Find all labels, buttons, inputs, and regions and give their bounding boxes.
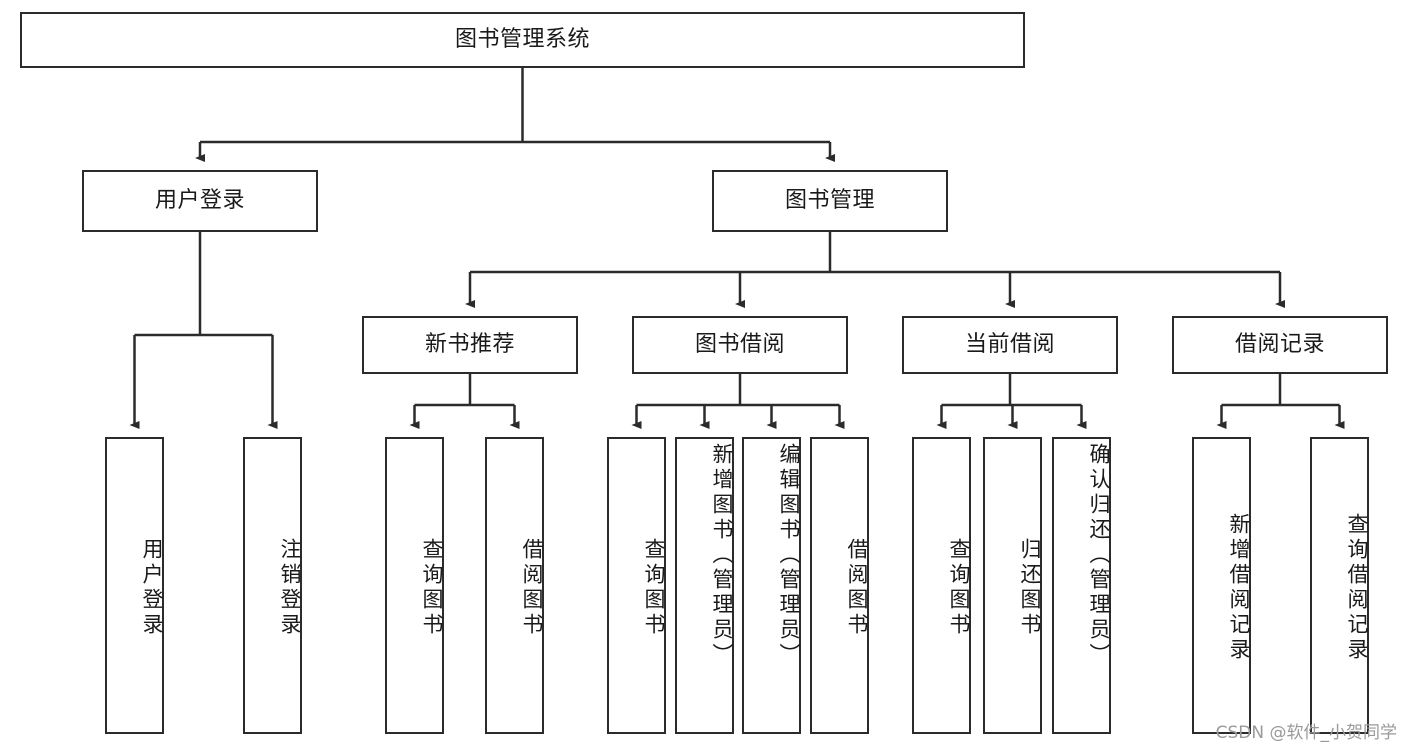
node-leaf-logout-label: 注销登录 — [278, 537, 302, 638]
node-leaf-borrow-book-1-label: 借阅图书 — [520, 537, 544, 638]
node-borrow-record-label: 借阅记录 — [1234, 331, 1325, 357]
node-leaf-add-borrow-record[interactable]: 新增借阅记录 — [1192, 437, 1251, 734]
edge-current-borrow-to-leaves — [936, 374, 1087, 429]
node-root-label: 图书管理系统 — [454, 26, 590, 52]
node-leaf-confirm-return-label: 确认归还（管理员） — [1087, 443, 1111, 668]
edge-book-manage-to-level3 — [465, 232, 1285, 308]
edge-borrow-record-to-leaves — [1216, 374, 1345, 429]
node-leaf-borrow-book-2-label: 借阅图书 — [845, 537, 869, 638]
node-leaf-query-borrow-record-label: 查询借阅记录 — [1345, 512, 1369, 663]
node-leaf-confirm-return[interactable]: 确认归还（管理员） — [1052, 437, 1111, 734]
node-leaf-query-borrow-record[interactable]: 查询借阅记录 — [1310, 437, 1369, 734]
node-user-login-label: 用户登录 — [154, 187, 245, 213]
node-leaf-query-book-3-label: 查询图书 — [947, 537, 971, 638]
node-leaf-user-login[interactable]: 用户登录 — [105, 437, 164, 734]
node-leaf-query-book-2-label: 查询图书 — [642, 537, 666, 638]
node-current-borrow[interactable]: 当前借阅 — [902, 316, 1118, 374]
node-leaf-add-book-label: 新增图书（管理员） — [710, 443, 734, 668]
node-current-borrow-label: 当前借阅 — [964, 331, 1055, 357]
node-borrow-record[interactable]: 借阅记录 — [1172, 316, 1388, 374]
node-leaf-user-login-label: 用户登录 — [140, 537, 164, 638]
edge-new-book-rec-to-leaves — [409, 374, 520, 429]
node-leaf-return-book-label: 归还图书 — [1018, 537, 1042, 638]
node-leaf-query-book-2[interactable]: 查询图书 — [607, 437, 666, 734]
node-leaf-edit-book[interactable]: 编辑图书（管理员） — [742, 437, 801, 734]
node-leaf-borrow-book-2[interactable]: 借阅图书 — [810, 437, 869, 734]
node-new-book-recommend[interactable]: 新书推荐 — [362, 316, 578, 374]
edge-book-borrow-to-leaves — [631, 374, 845, 429]
node-leaf-add-borrow-record-label: 新增借阅记录 — [1227, 512, 1251, 663]
edge-user-login-to-leaves — [129, 232, 278, 429]
node-leaf-add-book[interactable]: 新增图书（管理员） — [675, 437, 734, 734]
node-book-borrow-label: 图书借阅 — [694, 331, 785, 357]
watermark: CSDN @软件_小贺同学 — [1215, 723, 1397, 743]
node-book-manage-label: 图书管理 — [784, 187, 875, 213]
node-leaf-query-book-3[interactable]: 查询图书 — [912, 437, 971, 734]
node-leaf-borrow-book-1[interactable]: 借阅图书 — [485, 437, 544, 734]
node-new-book-recommend-label: 新书推荐 — [424, 331, 515, 357]
node-leaf-query-book-1[interactable]: 查询图书 — [385, 437, 444, 734]
node-leaf-query-book-1-label: 查询图书 — [420, 537, 444, 638]
node-leaf-return-book[interactable]: 归还图书 — [983, 437, 1042, 734]
node-book-borrow[interactable]: 图书借阅 — [632, 316, 848, 374]
node-root[interactable]: 图书管理系统 — [20, 12, 1025, 68]
node-user-login[interactable]: 用户登录 — [82, 170, 318, 232]
edge-root-to-level2 — [195, 68, 835, 162]
node-leaf-edit-book-label: 编辑图书（管理员） — [777, 443, 801, 668]
node-book-manage[interactable]: 图书管理 — [712, 170, 948, 232]
node-leaf-logout[interactable]: 注销登录 — [243, 437, 302, 734]
